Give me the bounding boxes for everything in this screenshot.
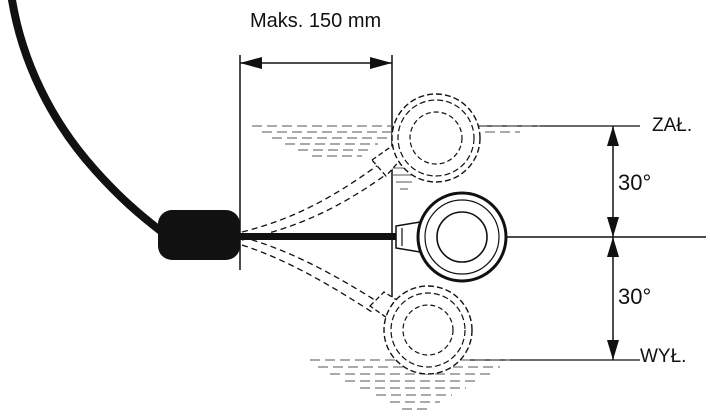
- cable-weight: [158, 210, 240, 260]
- switch-off-label: WYŁ.: [640, 346, 687, 367]
- float-middle-horizontal: [395, 191, 508, 283]
- angle-down-label: 30°: [618, 284, 652, 309]
- float-lower-off: [368, 285, 473, 375]
- float-cable-lower: [241, 236, 379, 313]
- max-distance-label: Maks. 150 mm: [250, 10, 382, 32]
- float-cable-middle: [240, 233, 398, 240]
- dimension-arrow: [240, 57, 392, 69]
- angle-dimension-arrows: [607, 126, 619, 360]
- power-cable: [8, 0, 166, 236]
- angle-up-label: 30°: [618, 170, 652, 195]
- switch-on-label: ZAŁ.: [652, 115, 693, 136]
- float-cable-upper: [241, 164, 385, 241]
- float-upper-on: [371, 93, 481, 183]
